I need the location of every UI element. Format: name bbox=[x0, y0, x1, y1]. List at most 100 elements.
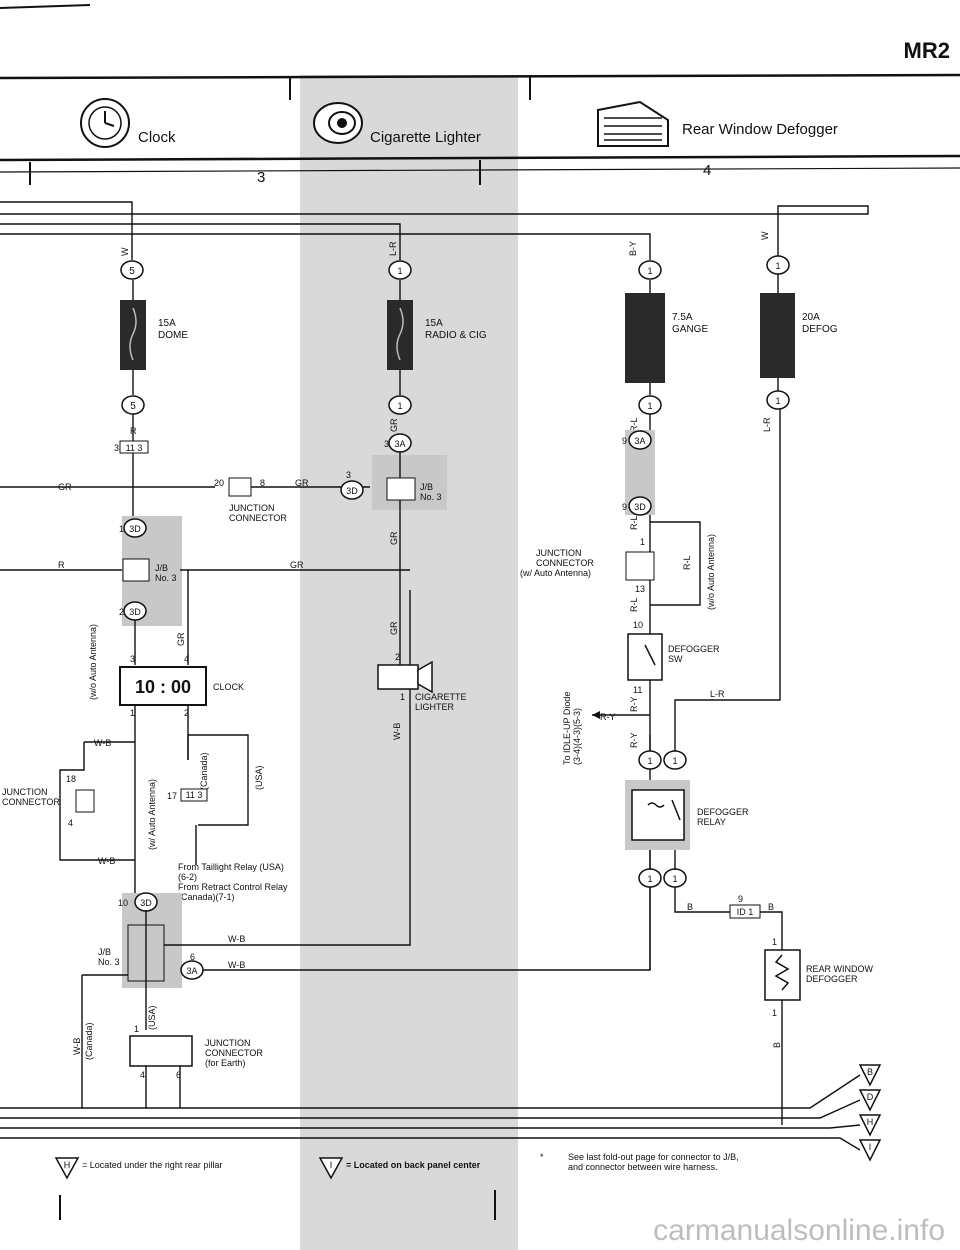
svg-text:No. 3: No. 3 bbox=[98, 957, 120, 967]
svg-text:L-R: L-R bbox=[762, 417, 772, 432]
connector-5-bottom: 5 bbox=[121, 395, 145, 415]
connector-3d-10: 3D bbox=[134, 892, 158, 912]
svg-text:J/B: J/B bbox=[155, 563, 168, 573]
svg-text:GR: GR bbox=[295, 478, 309, 488]
svg-text:To IDLE-UP Diode: To IDLE-UP Diode bbox=[562, 692, 572, 765]
clock-icon bbox=[80, 98, 130, 148]
svg-text:DEFOGGER: DEFOGGER bbox=[697, 807, 749, 817]
connector-3d-gange: 3D bbox=[628, 496, 652, 516]
svg-text:LIGHTER: LIGHTER bbox=[415, 702, 455, 712]
svg-text:DEFOGGER: DEFOGGER bbox=[806, 974, 858, 984]
connector-1-relay-c: 1 bbox=[638, 868, 662, 888]
svg-text:R: R bbox=[58, 560, 65, 570]
wire-w: W bbox=[120, 247, 130, 256]
svg-text:W-B: W-B bbox=[228, 960, 245, 970]
svg-text:(w/ Auto Antenna): (w/ Auto Antenna) bbox=[147, 779, 157, 850]
svg-text:1: 1 bbox=[647, 874, 652, 884]
svg-text:B: B bbox=[768, 902, 774, 912]
svg-text:3: 3 bbox=[384, 439, 389, 449]
svg-text:L-R: L-R bbox=[388, 241, 398, 256]
connector-3a-gange: 3A bbox=[628, 430, 652, 450]
defogger-switch bbox=[627, 633, 663, 681]
svg-text:I: I bbox=[330, 1160, 333, 1170]
svg-text:(for Earth): (for Earth) bbox=[205, 1058, 246, 1068]
svg-text:GR: GR bbox=[389, 621, 399, 635]
svg-text:(USA): (USA) bbox=[254, 765, 264, 790]
page-num-left: 3 bbox=[257, 169, 265, 186]
svg-text:J/B: J/B bbox=[98, 947, 111, 957]
svg-text:RADIO & CIG: RADIO & CIG bbox=[425, 330, 487, 341]
fuse-dome-amp: 15A bbox=[158, 318, 176, 329]
svg-text:10: 10 bbox=[118, 898, 128, 908]
pin-3: 3 bbox=[114, 443, 119, 453]
header-top-line bbox=[0, 73, 960, 80]
svg-text:4: 4 bbox=[184, 654, 189, 664]
connector-1-gange: 1 bbox=[638, 260, 662, 280]
connector-3a-6: 3A bbox=[180, 960, 204, 980]
footnote-i: I = Located on back panel center bbox=[318, 1157, 481, 1180]
svg-text:2: 2 bbox=[184, 708, 189, 718]
svg-text:B: B bbox=[772, 1042, 782, 1048]
svg-text:11 3: 11 3 bbox=[186, 790, 203, 800]
clock-display: 10 : 00 bbox=[135, 677, 191, 697]
svg-text:From Retract Control Relay: From Retract Control Relay bbox=[178, 882, 288, 892]
svg-text:1: 1 bbox=[400, 692, 405, 702]
fuse-gange bbox=[625, 293, 665, 383]
junction-connector bbox=[228, 477, 252, 497]
svg-text:1: 1 bbox=[772, 1008, 777, 1018]
svg-text:H: H bbox=[867, 1117, 874, 1127]
svg-text:JUNCTION: JUNCTION bbox=[2, 787, 48, 797]
svg-text:J/B: J/B bbox=[420, 482, 433, 492]
footnote-h: H = Located under the right rear pillar bbox=[54, 1157, 222, 1180]
section-cig: Cigarette Lighter bbox=[370, 129, 481, 146]
svg-text:(w/ Auto Antenna): (w/ Auto Antenna) bbox=[520, 568, 591, 578]
svg-text:(6-2): (6-2) bbox=[178, 872, 197, 882]
svg-text:1: 1 bbox=[397, 266, 402, 276]
svg-text:3A: 3A bbox=[186, 966, 197, 976]
svg-text:(w/o Auto Antenna): (w/o Auto Antenna) bbox=[88, 624, 98, 700]
svg-text:R-Y: R-Y bbox=[600, 712, 616, 722]
model-title: MR2 bbox=[904, 38, 950, 63]
svg-text:(3-4)(4-3)(5-3): (3-4)(4-3)(5-3) bbox=[572, 708, 582, 765]
connector-1-relay-d: 1 bbox=[663, 868, 687, 888]
wire-gr: GR bbox=[58, 482, 72, 492]
defogger-relay bbox=[631, 789, 685, 841]
svg-text:= Located on back panel center: = Located on back panel center bbox=[346, 1160, 481, 1170]
jc-18-4 bbox=[75, 789, 95, 813]
rear-window-defogger bbox=[764, 949, 801, 1001]
svg-text:1: 1 bbox=[672, 756, 677, 766]
svg-text:1: 1 bbox=[647, 756, 652, 766]
svg-text:B: B bbox=[867, 1067, 873, 1077]
svg-text:10: 10 bbox=[633, 620, 643, 630]
svg-text:11: 11 bbox=[633, 685, 642, 695]
connector-3a-cig: 3A bbox=[388, 433, 412, 453]
connector-1-defog-b: 1 bbox=[766, 390, 790, 410]
svg-text:20A: 20A bbox=[802, 312, 820, 323]
svg-text:ID 1: ID 1 bbox=[737, 907, 754, 917]
clock-unit bbox=[119, 666, 207, 706]
svg-text:R-L: R-L bbox=[629, 515, 639, 530]
svg-text:(Canada): (Canada) bbox=[84, 1022, 94, 1060]
ground-point-h: H bbox=[858, 1114, 882, 1137]
svg-text:8: 8 bbox=[260, 478, 265, 488]
svg-text:CONNECTOR: CONNECTOR bbox=[536, 558, 594, 568]
header-bottom-line bbox=[0, 154, 960, 162]
ground-point-b: B bbox=[858, 1064, 882, 1087]
svg-text:3D: 3D bbox=[634, 502, 646, 512]
svg-text:17: 17 bbox=[167, 791, 177, 801]
svg-text:GANGE: GANGE bbox=[672, 324, 708, 335]
connector-1-cig-b: 1 bbox=[388, 395, 412, 415]
svg-text:No. 3: No. 3 bbox=[420, 492, 442, 502]
svg-text:D: D bbox=[867, 1092, 874, 1102]
svg-text:B-Y: B-Y bbox=[628, 241, 638, 256]
footnote-note: * See last fold-out page for connector t… bbox=[540, 1152, 739, 1172]
svg-text:JUNCTION: JUNCTION bbox=[205, 1038, 251, 1048]
svg-text:(Canada)(7-1): (Canada)(7-1) bbox=[178, 892, 235, 902]
svg-text:3: 3 bbox=[130, 654, 135, 664]
svg-text:1: 1 bbox=[775, 396, 780, 406]
svg-text:R-L: R-L bbox=[629, 597, 639, 612]
fuse-dome-name: DOME bbox=[158, 330, 188, 341]
svg-text:REAR WINDOW: REAR WINDOW bbox=[806, 964, 874, 974]
connector-1-relay-b: 1 bbox=[663, 750, 687, 770]
